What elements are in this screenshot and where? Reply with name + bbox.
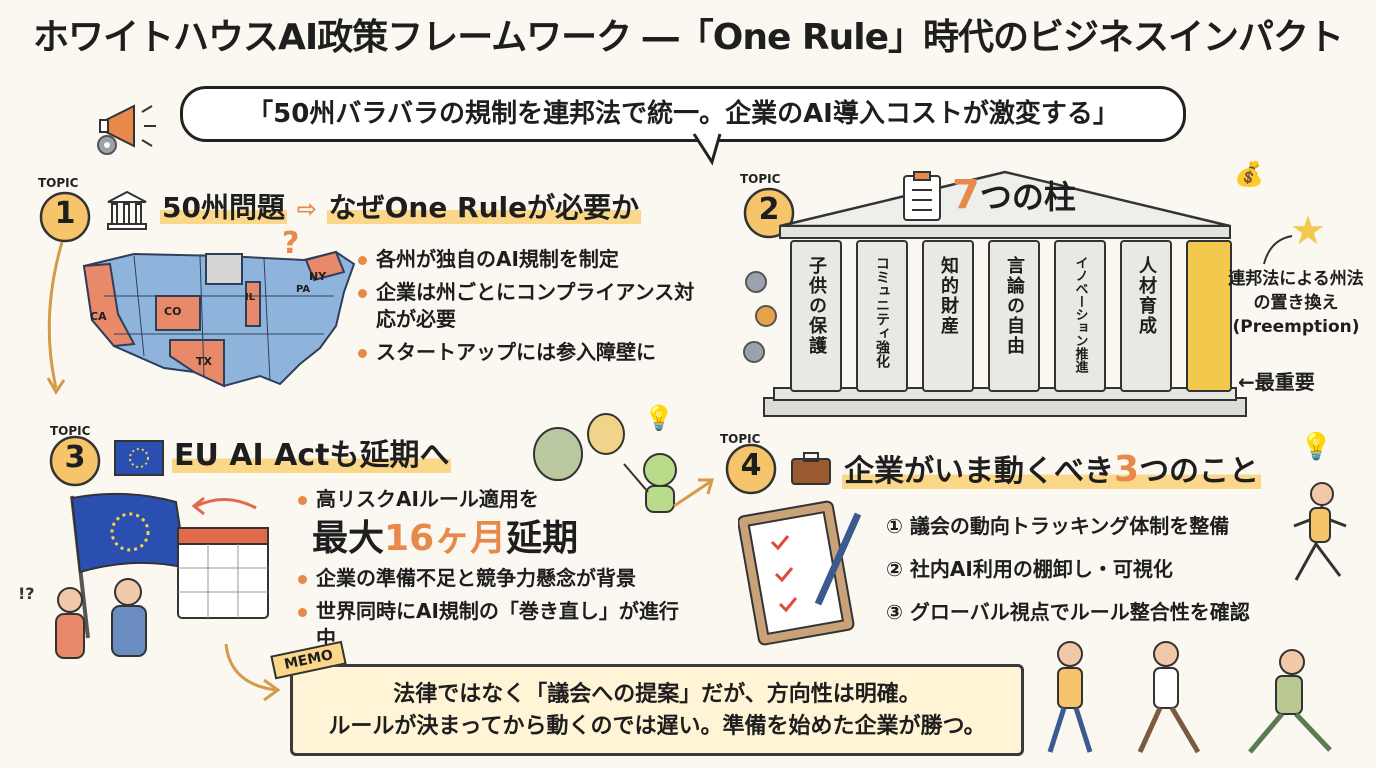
- topic1-heading-left: 50州問題: [160, 191, 287, 224]
- state-label-ca: CA: [90, 310, 107, 323]
- pillar: 子供の保護: [790, 240, 842, 392]
- pillar-label: 言論の自由: [1004, 256, 1025, 356]
- topic3-heading-text: EU AI Actも延期へ: [172, 438, 452, 473]
- gear-icon: [97, 135, 117, 155]
- action-item: ① 議会の動向トラッキング体制を整備: [886, 514, 1230, 538]
- pillar: 人材育成: [1120, 240, 1172, 392]
- money-bags-illustration: [533, 413, 677, 513]
- action-item: ③ グローバル視点でルール整合性を確認: [886, 600, 1250, 624]
- state-label-tx: TX: [196, 355, 212, 368]
- pointer-arrow-icon: [1263, 235, 1293, 265]
- topic4-heading-post: つのこと: [1139, 454, 1260, 489]
- golden-pillar-note: ←最重要: [1238, 370, 1315, 394]
- runner-figure: [1293, 482, 1347, 581]
- pillar-label: 子供の保護: [806, 256, 827, 356]
- topic4-heading: 企業がいま動くべき3つのこと: [842, 446, 1262, 490]
- flow-arrow-icon: [46, 241, 66, 395]
- big-prefix: 最大: [312, 518, 385, 559]
- golden-pillar-label: 連邦法による州法の置き換え (Preemption): [1228, 269, 1364, 337]
- topic-badge: [725, 443, 777, 495]
- pillar-label: イノベーション推進: [1072, 256, 1088, 373]
- topic-number: 4: [740, 448, 762, 483]
- money-icon: 💰: [1234, 160, 1264, 188]
- topic1-bullets: 各州が独自のAI規制を制定 企業は州ごとにコンプライアンス対応が必要 スタートア…: [356, 246, 706, 372]
- lightbulb-icon: 💡: [1300, 432, 1333, 462]
- eu-flag-icon: [114, 440, 164, 476]
- pillar-label: 人材育成: [1136, 256, 1157, 336]
- big-suffix: 延期: [506, 518, 579, 559]
- topic4-heading-pre: 企業がいま動くべき: [844, 454, 1114, 489]
- us-map: [82, 250, 356, 388]
- list-item: 企業は州ごとにコンプライアンス対応が必要: [356, 279, 706, 333]
- list-item: 高リスクAIルール適用を: [296, 486, 696, 513]
- pillar: 知的財産: [922, 240, 974, 392]
- topic-label: TOPIC: [720, 432, 761, 446]
- action-item: ② 社内AI利用の棚卸し・可視化: [886, 557, 1173, 581]
- big-number: 16ヶ月: [384, 518, 507, 559]
- checklist-clipboard-icon: [738, 500, 862, 646]
- capitol-icon: [107, 190, 147, 230]
- list-item: 企業の準備不足と競争力懸念が背景: [296, 565, 696, 592]
- arrow-right-icon: ⇨: [296, 195, 317, 223]
- state-label-il: IL: [245, 292, 256, 303]
- pillar-label: 知的財産: [938, 256, 959, 336]
- topic-badge: [49, 435, 101, 487]
- topic2-heading-num: 7: [952, 172, 980, 218]
- state-ny: [304, 250, 346, 282]
- memo-box: 法律ではなく「議会への提案」だが、方向性は明確。 ルールが決まってから動くのでは…: [290, 664, 1024, 756]
- list-item: スタートアップには参入障壁に: [356, 339, 706, 366]
- topic-label: TOPIC: [740, 172, 781, 186]
- gear-icon: [743, 271, 777, 363]
- topic-label: TOPIC: [50, 424, 91, 438]
- pillar: コミュニティ強化: [856, 240, 908, 392]
- golden-pillar: [1186, 240, 1232, 392]
- question-icon: ?: [282, 226, 300, 261]
- briefcase-icon: [791, 452, 831, 485]
- pillar-label: コミュニティ強化: [874, 256, 890, 368]
- memo-line1: 法律ではなく「議会への提案」だが、方向性は明確。: [393, 682, 921, 707]
- star-icon: ★: [1290, 208, 1326, 254]
- state-label-ny: NY: [309, 270, 327, 283]
- topic-number: 1: [54, 196, 76, 231]
- topic4-actions: ① 議会の動向トラッキング体制を整備 ② 社内AI利用の棚卸し・可視化 ③ グロ…: [886, 510, 1306, 639]
- topic2-heading: 7つの柱: [952, 172, 1076, 218]
- list-item: 世界同時にAI規制の「巻き直し」が進行中: [296, 598, 696, 652]
- list-item: 各州が独自のAI規制を制定: [356, 246, 706, 273]
- topic3-big-text: 最大16ヶ月延期: [312, 519, 696, 559]
- topic3-heading: EU AI Actも延期へ: [172, 430, 452, 474]
- flow-arrow-icon: [673, 478, 714, 508]
- speech-tail: [692, 133, 722, 166]
- clipboard-icon: [903, 171, 941, 221]
- topic3-content: 高リスクAIルール適用を 最大16ヶ月延期 企業の準備不足と競争力懸念が背景 世…: [296, 486, 696, 658]
- lightbulb-icon: 💡: [644, 404, 674, 432]
- topic2-heading-text: つの柱: [979, 178, 1076, 216]
- topic4-heading-num: 3: [1114, 449, 1140, 490]
- flow-arrow-icon: [224, 643, 281, 702]
- state-label-co: CO: [164, 305, 182, 318]
- eu-delay-illustration: [55, 492, 269, 659]
- megaphone-icon: [99, 104, 156, 148]
- key-quote: 「50州バラバラの規制を連邦法で統一。企業のAI導入コストが激変する」: [180, 86, 1186, 142]
- business-people-illustration: [1047, 641, 1332, 754]
- state-ca: [82, 262, 136, 348]
- topic-number: 2: [758, 192, 780, 227]
- memo-line2: ルールが決まってから動くのでは遅い。準備を始めた企業が勝つ。: [328, 713, 986, 739]
- exclaim-label: !?: [18, 584, 35, 603]
- state-label-pa: PA: [296, 284, 311, 295]
- state-il: [245, 281, 261, 327]
- state-tx: [169, 339, 225, 388]
- topic1-heading-right: なぜOne Ruleが必要か: [326, 191, 642, 224]
- topic-number: 3: [64, 440, 86, 475]
- topic-label: TOPIC: [38, 176, 79, 190]
- page-title: ホワイトハウスAI政策フレームワーク ―「One Rule」時代のビジネスインパ…: [33, 17, 1344, 58]
- pillar: イノベーション推進: [1054, 240, 1106, 392]
- topic-badge: [39, 191, 91, 243]
- topic1-heading: 50州問題 ⇨ なぜOne Ruleが必要か: [160, 186, 642, 226]
- pillar: 言論の自由: [988, 240, 1040, 392]
